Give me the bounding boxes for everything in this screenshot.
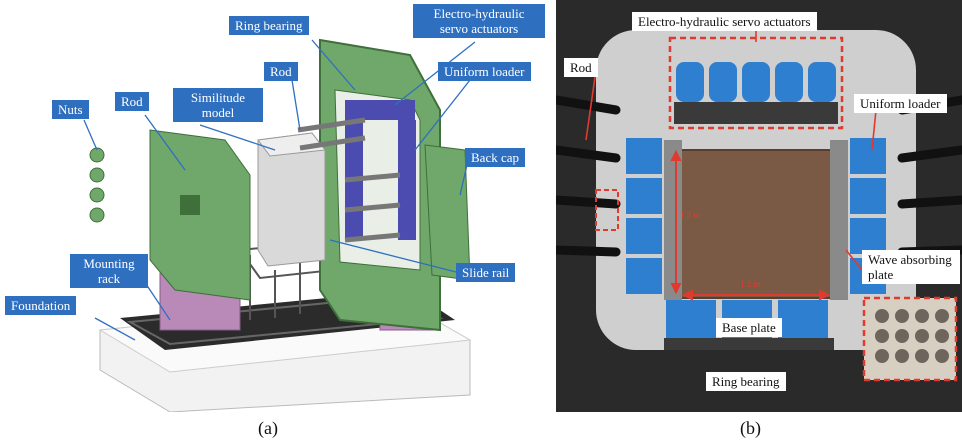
label-rod-left: Rod — [115, 92, 149, 111]
panel-b-photo: Electro-hydraulic servo actuators Rod Un… — [556, 0, 962, 412]
dimension-height: 1.2 m — [680, 210, 701, 220]
inset-holes — [875, 309, 949, 363]
actuators-top — [345, 100, 415, 120]
back-cap — [424, 144, 471, 281]
label-similitude-model: Similitude model — [173, 88, 263, 122]
rod-top — [297, 117, 366, 133]
dimension-width: 1.2 m — [740, 279, 761, 289]
wave-absorb-right — [830, 140, 848, 300]
label-slide-rail: Slide rail — [456, 263, 516, 282]
label-rod-b: Rod — [564, 58, 598, 77]
caption-b: (b) — [740, 418, 761, 438]
panel-a-schematic: Ring bearing Electro-hydraulic servo act… — [5, 4, 545, 412]
nuts-stack — [89, 147, 105, 223]
soil-specimen — [681, 150, 831, 298]
actuators-right — [398, 120, 416, 240]
label-foundation: Foundation — [5, 296, 77, 315]
dimension-arrows — [670, 149, 831, 301]
label-base-plate: Base plate — [716, 318, 782, 337]
wave-absorb-left — [664, 140, 682, 300]
label-uniform-loader-a: Uniform loader — [438, 62, 531, 81]
label-electro-hydraulic-a: Electro-hydraulic servo actuators — [413, 4, 545, 38]
photo-drawing — [556, 28, 962, 382]
label-uniform-loader-b: Uniform loader — [854, 94, 947, 113]
schematic-drawing — [83, 38, 476, 412]
label-back-cap: Back cap — [465, 148, 526, 167]
label-mounting-rack: Mounting rack — [70, 254, 148, 288]
label-rod-top: Rod — [264, 62, 298, 81]
label-electro-hydraulic-b: Electro-hydraulic servo actuators — [632, 12, 817, 31]
top-actuators — [676, 62, 836, 102]
caption-a: (a) — [258, 418, 278, 438]
label-ring-bearing: Ring bearing — [229, 16, 309, 35]
label-wave-absorbing: Wave absorbing plate — [862, 250, 960, 284]
label-ring-bearing-b: Ring bearing — [706, 372, 786, 391]
label-nuts: Nuts — [52, 100, 89, 119]
